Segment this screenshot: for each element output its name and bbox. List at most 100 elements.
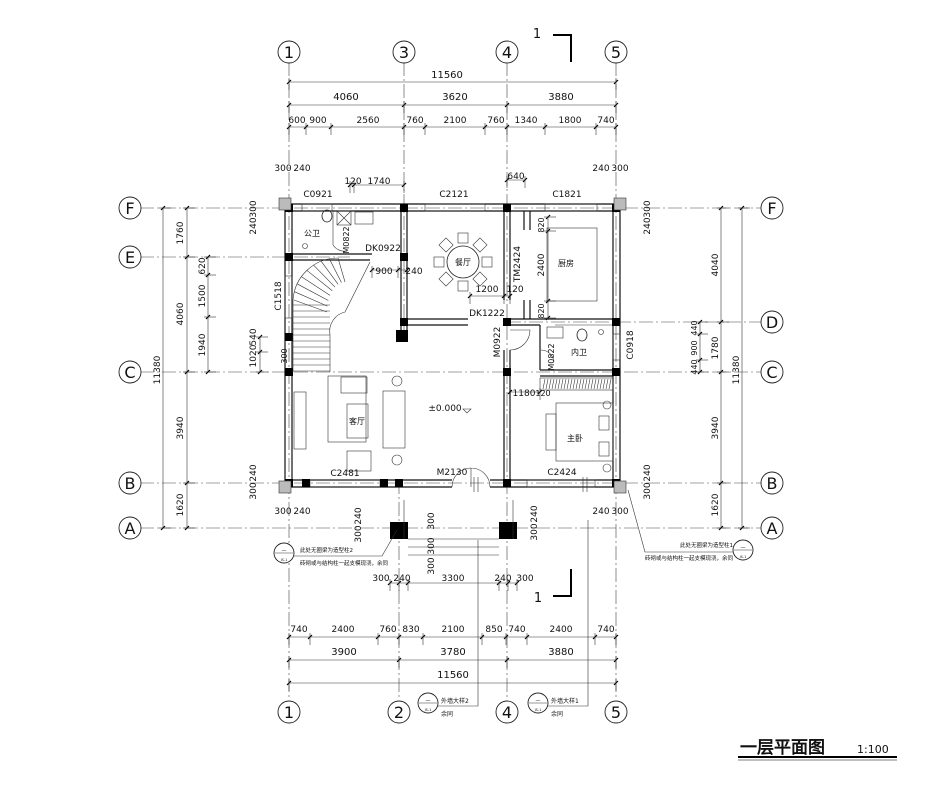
dim-right-bay: 4040 (711, 253, 721, 276)
axis-label: A (767, 519, 778, 538)
door-m0822: M0822 (547, 343, 556, 370)
dim-left-bay: 1760 (176, 221, 186, 244)
axis-label: F (125, 199, 134, 218)
room-living: 客厅 (349, 416, 365, 426)
axis-label: 5 (611, 703, 621, 722)
note-text: 此处无圈梁为造型柱2 (300, 546, 353, 554)
callout-text: 余同 (551, 710, 563, 718)
axis-label: 3 (399, 43, 409, 62)
callout-symbol: JS-1 (424, 708, 432, 712)
axis-bubble: C (118, 360, 142, 384)
dim-right-bay: 1780 (711, 336, 721, 359)
axis-label: 4 (502, 703, 512, 722)
callout-symbol: — (536, 698, 541, 704)
opening-dk1222: DK1222 (469, 309, 505, 319)
axis-bubble: F (760, 196, 784, 220)
porch-steps (403, 500, 514, 556)
dim-window: 300 (280, 348, 289, 363)
dim-interior: 900 (375, 267, 392, 277)
axis-label: B (767, 474, 778, 493)
window-c1821: C1821 (552, 190, 581, 200)
dim-interior: 820 (537, 303, 546, 318)
dim-porch: 300 (427, 557, 437, 574)
axis-label: 1 (284, 43, 294, 62)
axis-label: 4 (502, 43, 512, 62)
dim-porch: 300 (427, 512, 437, 529)
note-leaders (273, 489, 754, 714)
dim-wall: 300 (643, 482, 653, 499)
axis-bubble: 3 (392, 40, 416, 64)
door-m0822: M0822 (342, 226, 351, 253)
walls (284, 203, 621, 488)
axis-bubble: A (118, 516, 142, 540)
callout-symbol: JS-1 (280, 558, 288, 562)
axis-bubble: 2 (387, 700, 411, 724)
door-m0922: M0922 (493, 327, 503, 358)
dim-bottom-detail: 740 (508, 625, 525, 635)
dim-top-detail: 740 (597, 116, 614, 126)
window-c2481: C2481 (330, 469, 359, 479)
dim-porch: 300 (354, 525, 364, 542)
dim-right-detail: 440 (690, 359, 699, 374)
window-c0918: C0918 (626, 330, 636, 359)
axis-bubble: 5 (604, 700, 628, 724)
axis-bubble: D (760, 310, 784, 334)
axis-bubble: A (760, 516, 784, 540)
dim-right-bay: 1620 (711, 493, 721, 516)
axis-label: D (766, 313, 778, 332)
window-c1518: C1518 (274, 281, 284, 310)
doors (332, 244, 588, 492)
dim-bottom-detail: 830 (402, 625, 419, 635)
dimension-lines (159, 78, 750, 691)
dim-left-detail: 1500 (198, 284, 208, 307)
callout-symbol: — (741, 545, 746, 551)
dim-porch: 300 (530, 523, 540, 540)
dim-left-bay: 3940 (176, 416, 186, 439)
door-m2130: M2130 (437, 468, 468, 478)
callout-symbol: — (426, 698, 431, 704)
axis-bubble: 5 (604, 40, 628, 64)
dim-bottom-bay: 3880 (548, 647, 573, 658)
dim-top-detail: 760 (487, 116, 504, 126)
dim-top-detail: 1800 (559, 116, 582, 126)
callout-symbol: JS-1 (534, 708, 542, 712)
axis-bubble: 4 (495, 40, 519, 64)
section-mark-bottom (553, 569, 572, 597)
dim-wall: 300 (643, 200, 653, 217)
dim-top-detail: 760 (406, 116, 423, 126)
room-inner-wc: 内卫 (571, 347, 587, 357)
dim-bottom-detail: 740 (290, 625, 307, 635)
dim-right-total: 11380 (732, 355, 742, 384)
note-text: 砖砌或与结构柱一起支模现浇，余同 (645, 554, 734, 562)
dim-left-total: 11380 (153, 355, 163, 384)
callout-text: 外墙大样2 (441, 697, 469, 705)
room-public-wc: 公卫 (304, 229, 320, 238)
dim-interior: 120 (535, 389, 550, 398)
section-mark-label: 1 (534, 591, 542, 606)
room-kitchen: 厨房 (558, 258, 574, 268)
note-text: 砖砌或与结构柱一起支模现浇，余同 (300, 559, 389, 567)
dim-wall: 240 (249, 464, 259, 481)
dim-porch-row: 240 (494, 574, 511, 584)
furniture (292, 209, 614, 473)
room-master-bed: 主卧 (567, 433, 583, 443)
dim-bottom-bay: 3780 (440, 647, 465, 658)
dim-right-bay: 3940 (711, 416, 721, 439)
dim-window: 1020 (249, 344, 259, 367)
dim-porch: 240 (293, 507, 310, 517)
dim-wall: 240 (643, 217, 653, 234)
dim-interior: 2400 (537, 253, 547, 276)
dim-interior: 120 (506, 285, 523, 295)
callout-symbol: — (282, 548, 287, 554)
axis-label: 5 (611, 43, 621, 62)
callout-text: 外墙大样1 (551, 697, 579, 705)
dim-porch: 300 (611, 507, 628, 517)
dim-left-detail: 620 (198, 257, 208, 274)
dim-bottom-detail: 2400 (550, 625, 573, 635)
dim-porch: 300 (427, 537, 437, 554)
axis-bubble: 1 (277, 700, 301, 724)
drawing-scale: 1:100 (857, 743, 889, 756)
dim-misc: 1740 (368, 177, 391, 187)
dim-wall: 300 (249, 200, 259, 217)
